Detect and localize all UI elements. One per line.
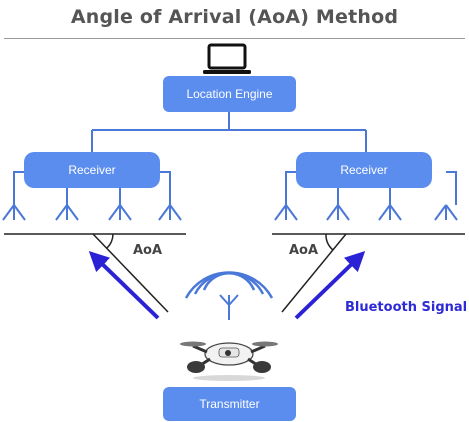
receiver-left-feeds [13, 171, 171, 205]
antenna-array-left [2, 204, 182, 221]
antenna-icon [108, 204, 132, 221]
title-divider [4, 38, 465, 39]
receiver-left-box: Receiver [24, 152, 160, 188]
location-engine-box: Location Engine [163, 76, 296, 112]
receiver-left-label: Receiver [68, 163, 116, 177]
aoa-reference-left [92, 233, 169, 313]
bluetooth-signal-label: Bluetooth Signal [345, 300, 468, 315]
transmitter-antenna-icon [219, 294, 239, 320]
receiver-right-box: Receiver [296, 152, 432, 188]
antenna-icon [274, 204, 298, 221]
antenna-array-right [274, 204, 458, 221]
transmitter-box: Transmitter [163, 387, 296, 421]
diagram-title: Angle of Arrival (AoA) Method [70, 6, 399, 28]
aoa-label-right: AoA [289, 243, 319, 258]
receiver-right-label: Receiver [340, 163, 388, 177]
drone-icon [180, 341, 278, 381]
antenna-icon [55, 204, 79, 221]
engine-connectors [91, 112, 367, 152]
receiver-right-feeds [285, 171, 457, 205]
aoa-reference-right [281, 233, 347, 313]
antenna-icon [378, 204, 402, 221]
wireless-signal-icon [184, 271, 274, 299]
transmitter-label: Transmitter [199, 397, 260, 411]
antenna-icon [434, 204, 458, 221]
signal-arrow-right [294, 251, 366, 320]
aoa-arc-right [325, 233, 334, 251]
antenna-icon [2, 204, 26, 221]
aoa-arc-left [106, 233, 114, 249]
signal-arrow-left [88, 251, 160, 320]
antenna-icon [326, 204, 350, 221]
laptop-icon [203, 43, 251, 74]
location-engine-label: Location Engine [186, 87, 273, 101]
antenna-icon [158, 204, 182, 221]
aoa-label-left: AoA [133, 243, 163, 258]
